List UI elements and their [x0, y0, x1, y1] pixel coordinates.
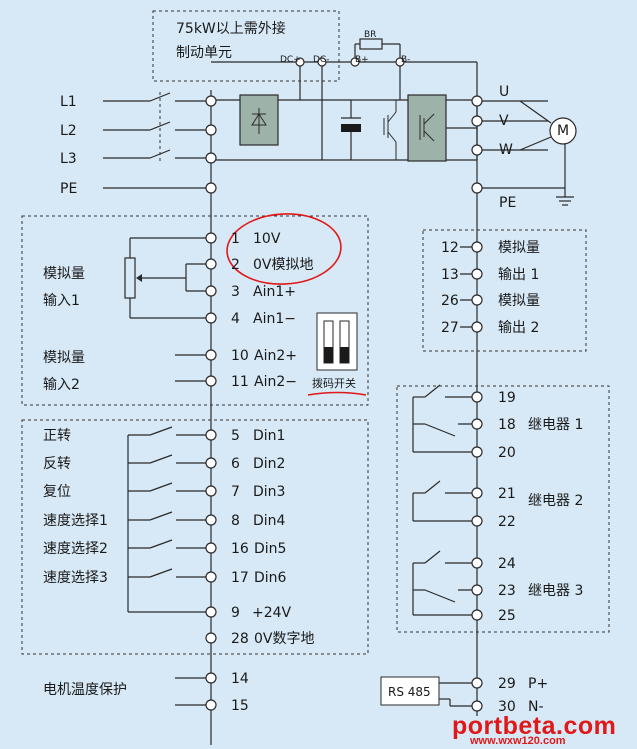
term-17-num: 17 — [231, 570, 249, 586]
term-26-num: 26 — [441, 293, 459, 309]
term-5-name: Din1 — [253, 428, 286, 444]
term-6-name: Din2 — [253, 456, 286, 472]
mains-pe: PE — [60, 181, 78, 197]
term-28-num: 28 — [231, 631, 249, 647]
din-label-speed3: 速度选择3 — [43, 570, 108, 586]
analog-in1-label-a: 模拟量 — [43, 266, 85, 282]
mains-l3: L3 — [60, 151, 77, 167]
din-label-forward: 正转 — [43, 428, 71, 444]
term-25-num: 25 — [498, 608, 516, 624]
din-label-reverse: 反转 — [43, 456, 71, 472]
term-9-name: +24V — [252, 605, 292, 621]
dip-switch-label: 拨码开关 — [312, 377, 356, 390]
term-19-num: 19 — [498, 390, 516, 406]
term-2-name: 0V模拟地 — [253, 257, 314, 273]
term-7-name: Din3 — [253, 484, 286, 500]
term-27-name: 输出 2 — [498, 320, 540, 336]
inverter-block — [407, 94, 447, 162]
dip-switch — [316, 312, 358, 371]
term-23-num: 23 — [498, 583, 516, 599]
term-29-name: P+ — [528, 676, 549, 692]
dc-terminals — [295, 57, 405, 67]
term-11-name: Ain2− — [254, 374, 297, 390]
mains-l1: L1 — [60, 94, 77, 110]
brake-note-line2: 制动单元 — [176, 45, 232, 61]
term-6-num: 6 — [231, 456, 240, 472]
term-13-name: 输出 1 — [498, 267, 540, 283]
term-14-num: 14 — [231, 671, 249, 687]
term-24-num: 24 — [498, 556, 516, 572]
term-20-num: 20 — [498, 445, 516, 461]
b-plus-label: B+ — [355, 55, 369, 65]
term-30-name: N- — [528, 699, 544, 715]
brake-note-line1: 75kW以上需外接 — [176, 21, 286, 37]
term-11-num: 11 — [231, 374, 249, 390]
motor-m: M — [557, 123, 570, 139]
term-13-num: 13 — [441, 267, 459, 283]
left-terminals — [205, 95, 217, 711]
term-18-num: 18 — [498, 417, 516, 433]
term-1-name: 10V — [253, 231, 281, 247]
brake-note-box — [152, 10, 340, 82]
b-minus-label: B- — [401, 55, 411, 65]
term-30-num: 30 — [498, 699, 516, 715]
watermark-main: portbeta.com — [452, 712, 617, 740]
din-label-speed2: 速度选择2 — [43, 541, 108, 557]
relay-box — [396, 385, 610, 633]
term-16-name: Din5 — [254, 541, 287, 557]
motor-v: V — [499, 113, 509, 129]
term-12-num: 12 — [441, 240, 459, 256]
analog-input-box — [21, 215, 369, 406]
term-8-name: Din4 — [253, 513, 286, 529]
term-10-num: 10 — [231, 348, 249, 364]
motor-w: W — [499, 142, 513, 158]
term-3-name: Ain1+ — [253, 284, 296, 300]
analog-output-box — [422, 229, 587, 352]
term-4-name: Ain1− — [253, 311, 296, 327]
term-9-num: 9 — [231, 605, 240, 621]
digital-input-box — [21, 419, 369, 655]
rs485-box — [380, 676, 440, 706]
rs485-label: RS 485 — [388, 685, 431, 699]
term-27-num: 27 — [441, 320, 459, 336]
relay-3-label: 继电器 3 — [528, 583, 584, 599]
watermark-sub: www.wxw120.com — [470, 735, 566, 747]
term-22-num: 22 — [498, 514, 516, 530]
motor-symbol — [549, 117, 577, 145]
analog-in1-label-b: 输入1 — [43, 293, 80, 309]
br-label: BR — [364, 30, 377, 40]
term-12-name: 模拟量 — [498, 240, 540, 256]
analog-in2-label-a: 模拟量 — [43, 350, 85, 366]
term-7-num: 7 — [231, 484, 240, 500]
term-1-num: 1 — [231, 231, 240, 247]
motor-pe: PE — [499, 195, 517, 211]
term-28-name: 0V数字地 — [254, 631, 315, 647]
term-8-num: 8 — [231, 513, 240, 529]
mains-l2: L2 — [60, 123, 77, 139]
dc-minus-label: DC- — [313, 55, 330, 65]
term-4-num: 4 — [231, 311, 240, 327]
term-2-num: 2 — [231, 257, 240, 273]
analog-in2-label-b: 输入2 — [43, 377, 80, 393]
potentiometer — [124, 257, 136, 299]
term-29-num: 29 — [498, 676, 516, 692]
term-21-num: 21 — [498, 486, 516, 502]
relay-2-label: 继电器 2 — [528, 493, 584, 509]
din-label-reset: 复位 — [43, 484, 71, 500]
term-15-num: 15 — [231, 698, 249, 714]
term-16-num: 16 — [231, 541, 249, 557]
relay-1-label: 继电器 1 — [528, 417, 584, 433]
dc-plus-label: DC+ — [280, 55, 301, 65]
term-5-num: 5 — [231, 428, 240, 444]
motor-u: U — [499, 84, 510, 100]
term-10-name: Ain2+ — [254, 348, 297, 364]
din-label-speed1: 速度选择1 — [43, 513, 108, 529]
right-terminals — [471, 95, 483, 712]
term-26-name: 模拟量 — [498, 293, 540, 309]
motor-temp-label: 电机温度保护 — [43, 682, 127, 698]
term-3-num: 3 — [231, 284, 240, 300]
term-17-name: Din6 — [254, 570, 287, 586]
